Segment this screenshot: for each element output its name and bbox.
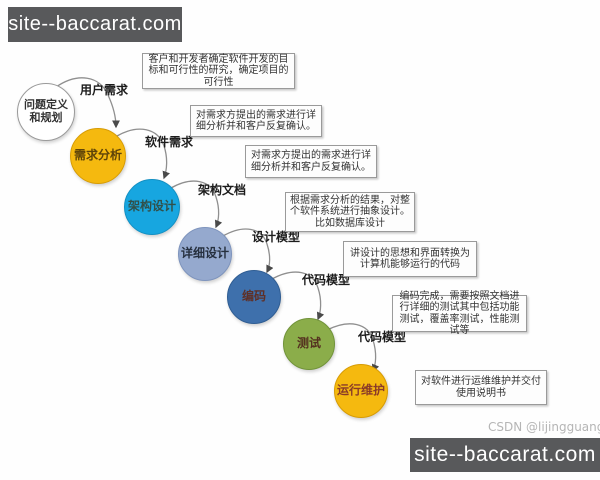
- arrow-3: [170, 180, 223, 229]
- annotation-feasibility: 客户和开发者确定软件开发的目标和可行性的研究，确定项目的可行性: [142, 53, 295, 89]
- node-coding: 编码: [227, 270, 281, 324]
- node-detailed-design: 详细设计: [178, 227, 232, 281]
- node-operation-maintenance: 运行维护: [334, 364, 388, 418]
- arrow-6: [326, 323, 380, 373]
- edge-label-code-model-2: 代码模型: [358, 330, 407, 344]
- annotation-testing-detail: 编码完成，需要按照文档进行详细的测试其中包括功能测试，覆盖率测试，性能测试等: [392, 291, 527, 336]
- annotation-requirements-confirm-1: 对需求方提出的需求进行详细分析并和客户反复确认。: [190, 105, 322, 137]
- node-label: 详细设计: [180, 246, 229, 261]
- watermark-banner-bottom: site--baccarat.com: [410, 438, 600, 472]
- csdn-watermark: CSDN @lijingguang: [488, 420, 600, 434]
- annotation-maintenance-delivery: 对软件进行运维维护并交付使用说明书: [415, 370, 547, 405]
- node-requirements-analysis: 需求分析: [70, 128, 126, 184]
- node-label: 架构设计: [127, 199, 176, 214]
- annotation-text: 讲设计的思想和界面转换为计算机能够运行的代码: [350, 247, 470, 271]
- node-label: 测试: [296, 336, 321, 351]
- annotation-text: 对软件进行运维维护并交付使用说明书: [421, 376, 541, 399]
- node-label: 需求分析: [73, 148, 122, 163]
- annotation-text: 编码完成，需要按照文档进行详细的测试其中包括功能测试，覆盖率测试，性能测试等: [399, 290, 520, 337]
- annotation-code-conversion: 讲设计的思想和界面转换为计算机能够运行的代码: [343, 241, 477, 277]
- edge-label-architecture-document: 架构文档: [198, 183, 247, 197]
- edge-label-user-requirements: 用户需求: [80, 83, 129, 97]
- arrow-1: [55, 77, 120, 129]
- annotation-abstract-design: 根据需求分析的结果，对整个软件系统进行抽象设计。比如数据库设计: [285, 192, 415, 232]
- node-label: 编码: [241, 289, 266, 304]
- node-label: 问题定义 和规划: [24, 98, 68, 124]
- arrow-2: [116, 128, 170, 180]
- edge-label-design-model: 设计模型: [252, 230, 301, 244]
- node-problem-definition: 问题定义 和规划: [17, 83, 75, 141]
- arrow-4: [222, 228, 274, 274]
- annotation-requirements-confirm-2: 对需求方提出的需求进行详细分析并和客户反复确认。: [245, 145, 377, 178]
- arrow-5: [271, 271, 325, 321]
- edge-label-software-requirements: 软件需求: [145, 135, 194, 149]
- annotation-text: 客户和开发者确定软件开发的目标和可行性的研究，确定项目的可行性: [148, 53, 289, 88]
- node-label: 运行维护: [336, 383, 385, 398]
- node-architecture-design: 架构设计: [124, 179, 180, 235]
- annotation-text: 根据需求分析的结果，对整个软件系统进行抽象设计。比如数据库设计: [290, 194, 410, 229]
- watermark-banner-top: site--baccarat.com: [8, 7, 182, 42]
- annotation-text: 对需求方提出的需求进行详细分析并和客户反复确认。: [196, 109, 316, 133]
- annotation-text: 对需求方提出的需求进行详细分析并和客户反复确认。: [251, 150, 371, 173]
- edge-label-code-model-1: 代码模型: [302, 273, 351, 287]
- node-testing: 测试: [283, 318, 335, 370]
